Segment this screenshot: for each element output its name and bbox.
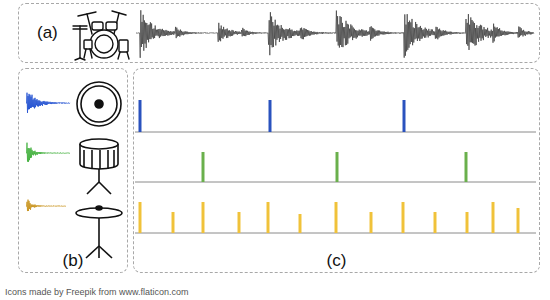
kick-waveform [26, 93, 70, 113]
cymbal-icon [76, 206, 122, 258]
onset-spike [492, 202, 495, 233]
credit-note: Icons made by Freepik from www.flaticon.… [5, 287, 189, 297]
onset-spike [172, 212, 175, 233]
panel-label: (b) [63, 252, 84, 271]
onset-spike [335, 202, 338, 233]
panel-label: (c) [327, 252, 347, 271]
onset-spike [238, 212, 241, 233]
onset-spike [139, 100, 142, 132]
onset-activations [135, 100, 536, 233]
onset-spike [202, 202, 205, 233]
snare-drum-icon [80, 139, 118, 194]
panel-box: (a) [18, 3, 540, 63]
onset-spike [402, 202, 405, 233]
onset-spike [336, 152, 339, 182]
onset-spike [139, 202, 142, 233]
onset-spike [269, 100, 272, 132]
kick-drum-icon [77, 82, 121, 126]
cymbal-waveform [26, 200, 66, 211]
drum-kit-icon [73, 11, 129, 60]
onset-spike [370, 212, 373, 233]
onset-spike [434, 212, 437, 233]
time-axis [135, 132, 536, 133]
panel-box: (c) [133, 68, 540, 273]
audio-waveform [136, 10, 534, 58]
onset-spike [267, 202, 270, 233]
panel-box: (b) [18, 68, 128, 273]
onset-spike [466, 212, 469, 233]
panel-label: (a) [37, 24, 58, 43]
onset-spike [299, 214, 302, 233]
onset-spike [465, 152, 468, 182]
onset-spike [517, 208, 520, 233]
onset-spike [403, 100, 406, 132]
snare-waveform [26, 143, 70, 162]
onset-spike [202, 152, 205, 182]
